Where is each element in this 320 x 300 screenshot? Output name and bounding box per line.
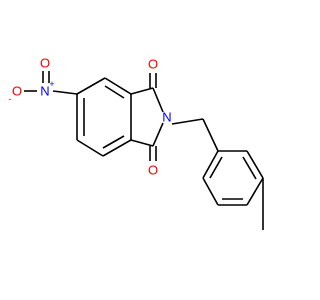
bond [102,135,125,149]
bond [104,77,132,95]
nitro-bonds [24,71,78,95]
molecule-diagram: O O N N + O O - [9,56,264,230]
bond [202,177,219,206]
nitro-nitrogen-label: N [40,84,49,99]
nitro-oxygen-left-charge: - [9,94,12,104]
bond [130,87,154,95]
tolyl-ring [202,150,264,206]
bond [76,139,104,157]
bond [52,90,78,95]
bond [242,156,257,180]
benzo-ring [76,77,132,157]
ch2-aryl-bond [202,118,219,152]
bond [209,156,223,179]
bond [152,122,164,147]
nitro-nitrogen-charge: + [49,79,54,89]
bond [202,150,219,179]
bond [76,77,106,95]
bond [130,139,154,147]
n-ch2-bond [171,118,204,125]
structure-canvas: O O N N + O O - [8,55,264,230]
bond [246,177,264,206]
imide-ring [130,87,164,147]
oxygen-top-label: O [148,57,158,72]
oxygen-bottom-label: O [148,163,158,178]
nitro-oxygen-top-label: O [40,56,50,71]
nitro-oxygen-left-label: O [12,84,22,99]
carbonyl-bonds [149,73,157,161]
imide-nitrogen-label: N [162,110,171,125]
bond [152,87,164,113]
bond [104,85,125,99]
bond [246,150,264,179]
bond [102,139,132,157]
